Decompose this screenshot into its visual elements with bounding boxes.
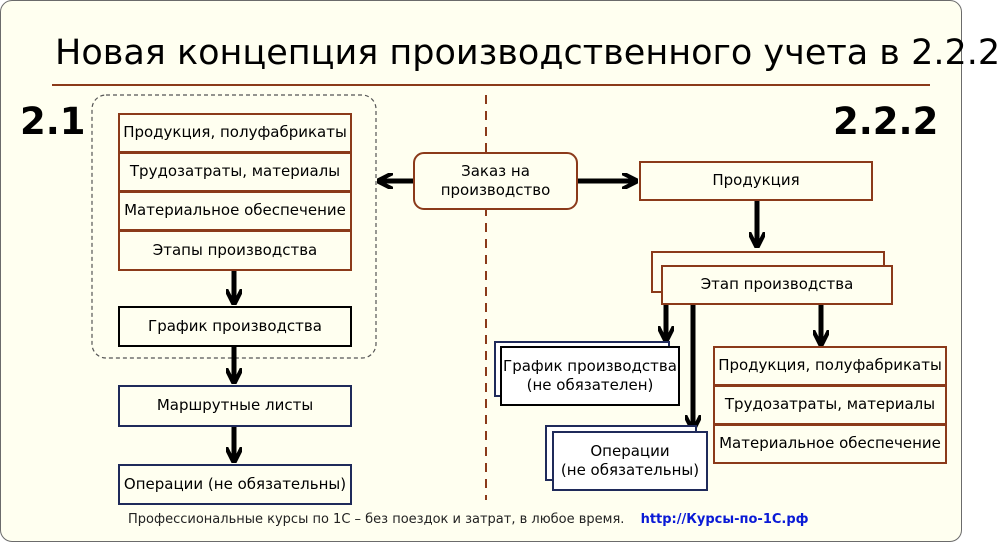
page-title: Новая концепция производственного учета … — [55, 33, 1000, 73]
left-box-products-semifinished: Продукция, полуфабрикаты — [118, 113, 352, 153]
right-box-labor-materials: Трудозатраты, материалы — [713, 385, 947, 425]
right-box-products-semifinished: Продукция, полуфабрикаты — [713, 346, 947, 386]
footer-text: Профессиональные курсы по 1С – без поезд… — [128, 512, 625, 527]
right-box-operations-optional: Операции (не обязательны) — [552, 431, 708, 491]
footer: Профессиональные курсы по 1С – без поезд… — [128, 512, 809, 527]
center-box-production-order: Заказ на производство — [413, 152, 578, 210]
footer-link[interactable]: http://Курсы-по-1С.рф — [640, 512, 809, 527]
right-box-product: Продукция — [639, 161, 873, 201]
left-box-labor-materials: Трудозатраты, материалы — [118, 152, 352, 192]
left-box-operations-optional: Операции (не обязательны) — [118, 464, 352, 505]
right-box-production-stage: Этап производства — [661, 265, 893, 305]
right-operations-line2: (не обязательны) — [560, 461, 700, 479]
left-box-production-schedule: График производства — [118, 306, 352, 347]
right-schedule-line2: (не обязателен) — [526, 376, 654, 394]
left-box-route-sheets: Маршрутные листы — [118, 385, 352, 427]
right-box-material-supply: Материальное обеспечение — [713, 424, 947, 464]
version-label-left: 2.1 — [20, 100, 86, 143]
left-box-material-supply: Материальное обеспечение — [118, 191, 352, 231]
right-schedule-line1: График производства — [503, 356, 677, 375]
left-box-production-stages: Этапы производства — [118, 230, 352, 271]
version-label-right: 2.2.2 — [833, 100, 939, 143]
production-order-line1: Заказ на — [461, 161, 530, 180]
left-group-dashed-frame — [91, 94, 377, 359]
right-box-production-schedule: График производства (не обязателен) — [500, 346, 680, 406]
right-operations-line1: Операции — [590, 441, 670, 460]
production-order-line2: производство — [440, 181, 551, 199]
